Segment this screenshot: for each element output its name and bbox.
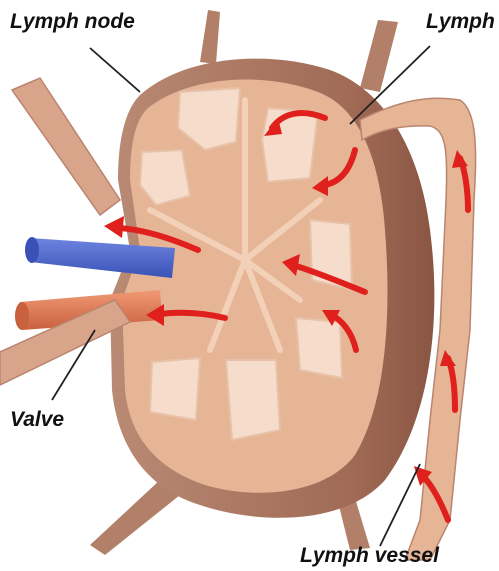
top-vessel-stub-right [360, 20, 398, 92]
label-lymph: Lymph [426, 10, 495, 34]
nodule [226, 360, 280, 440]
artery-opening [15, 302, 29, 330]
label-valve: Valve [10, 408, 64, 432]
leader-lymph-node [90, 48, 140, 92]
label-lymph-node: Lymph node [10, 10, 135, 34]
bottom-vessel-stub-left [90, 480, 180, 555]
nodule [296, 318, 342, 378]
label-lymph-vessel: Lymph vessel [300, 544, 439, 568]
vein-opening [25, 237, 39, 263]
top-vessel-stub-left [200, 10, 220, 64]
efferent-vessel [12, 78, 120, 215]
nodule [262, 108, 318, 182]
nodule [150, 358, 200, 420]
